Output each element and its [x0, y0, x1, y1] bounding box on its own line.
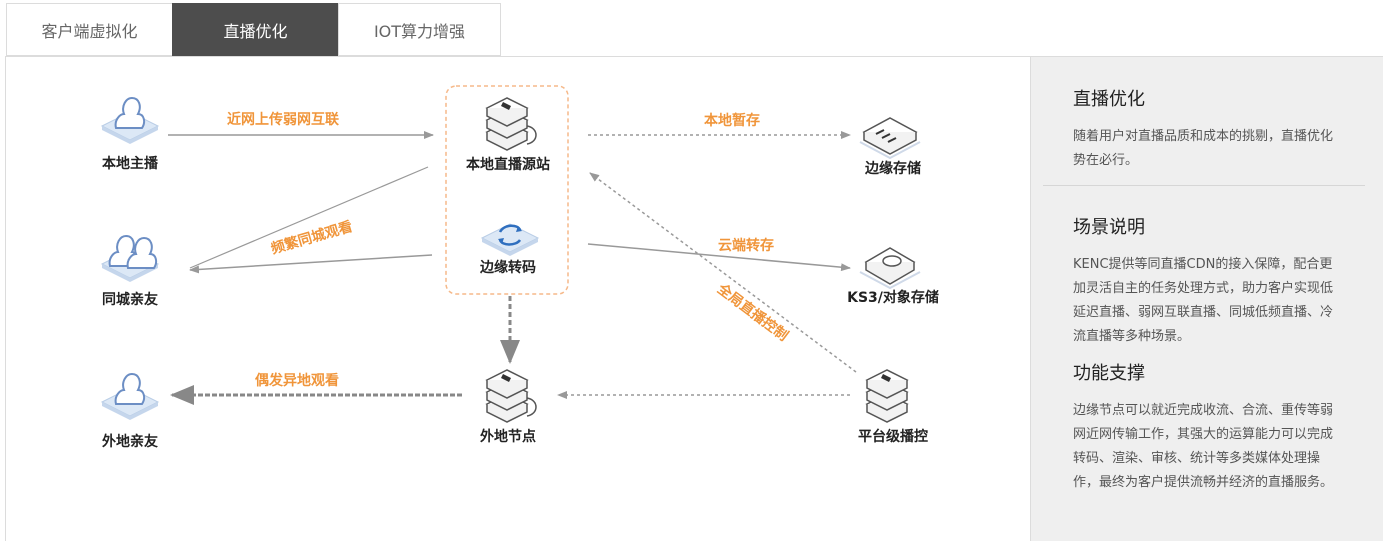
node-remote-node: 外地节点: [480, 428, 536, 445]
origin-dashed-group: [445, 85, 569, 295]
section-scenario: 场景说明 KENC提供等同直播CDN的接入保障，配合更加灵活自主的任务处理方式，…: [1073, 213, 1343, 349]
edge-label-local-cache: 本地暂存: [704, 112, 760, 129]
object-storage-icon: [859, 247, 921, 289]
city-friends-icon: [101, 235, 159, 283]
node-remote-friends: 外地亲友: [102, 433, 158, 450]
edge-storage-icon: [859, 117, 921, 159]
section-title: 场景说明: [1073, 217, 1145, 238]
divider: [1043, 185, 1365, 186]
section-body: KENC提供等同直播CDN的接入保障，配合更加灵活自主的任务处理方式，助力客户实…: [1073, 257, 1334, 344]
section-live-optimization: 直播优化 随着用户对直播品质和成本的挑剔，直播优化势在必行。: [1073, 85, 1343, 173]
node-local-origin: 本地直播源站: [466, 156, 550, 173]
live-optimization-diagram: 本地主播 同城亲友 外地亲友 本地直播源站 边缘转码 外地节点 边缘存储 KS3…: [101, 85, 939, 450]
edge-frequent-view-line-upper: [189, 166, 429, 269]
node-edge-storage: 边缘存储: [864, 160, 921, 177]
edge-cloud-forward-line: [587, 243, 851, 272]
edge-label-cloud-forward: 云端转存: [718, 237, 774, 254]
tab-live-optimization[interactable]: 直播优化: [172, 3, 338, 56]
section-title: 功能支撑: [1073, 363, 1145, 384]
description-sidebar: 直播优化 随着用户对直播品质和成本的挑剔，直播优化势在必行。 场景说明 KENC…: [1030, 57, 1383, 541]
edge-label-frequent-view: 频繁同城观看: [269, 218, 354, 257]
platform-control-server-icon: [866, 369, 908, 423]
edge-label-uplink: 近网上传弱网互联: [227, 111, 340, 128]
node-ks3-storage: KS3/对象存储: [847, 289, 939, 306]
origin-server-icon: [487, 98, 536, 150]
tab-iot-compute[interactable]: IOT算力增强: [338, 3, 501, 56]
node-local-anchor: 本地主播: [102, 155, 159, 172]
section-body: 边缘节点可以就近完成收流、合流、重传等弱网近网传输工作，其强大的运算能力可以完成…: [1073, 403, 1334, 490]
section-features: 功能支撑 边缘节点可以就近完成收流、合流、重传等弱网近网传输工作，其强大的运算能…: [1073, 359, 1343, 495]
node-edge-transcode: 边缘转码: [479, 259, 536, 276]
node-platform-control: 平台级播控: [858, 428, 928, 445]
edge-label-occasional-view: 偶发异地观看: [255, 372, 339, 389]
edge-label-global-control: 全局直播控制: [713, 280, 791, 345]
tab-bar: 客户端虚拟化 直播优化 IOT算力增强: [6, 3, 501, 57]
remote-friends-icon: [101, 373, 159, 421]
transcode-icon: [480, 222, 540, 258]
local-anchor-icon: [101, 97, 159, 145]
tab-client-virtualization[interactable]: 客户端虚拟化: [6, 3, 172, 56]
section-title: 直播优化: [1073, 89, 1145, 110]
edge-global-control-line: [589, 172, 857, 373]
edge-frequent-view-line-lower: [189, 254, 433, 274]
section-body: 随着用户对直播品质和成本的挑剔，直播优化势在必行。: [1073, 129, 1334, 168]
node-city-friends: 同城亲友: [102, 291, 158, 308]
remote-node-server-icon: [487, 370, 536, 422]
